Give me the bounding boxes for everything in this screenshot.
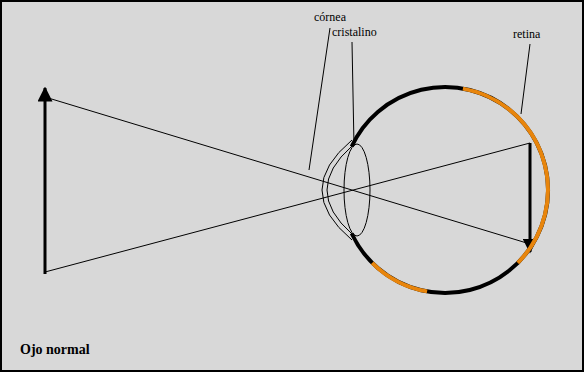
light-ray: [45, 97, 530, 244]
lens-ellipse: [344, 144, 370, 236]
image-arrow: [529, 143, 532, 252]
eyeball-outline: [352, 87, 548, 293]
caption: Ojo normal: [20, 342, 90, 358]
part-label: cristalino: [332, 26, 377, 40]
leader-line: [352, 42, 354, 146]
cornea-curve: [322, 140, 352, 240]
light-ray: [45, 143, 530, 272]
leader-line: [309, 28, 330, 170]
object-arrow: [44, 88, 47, 274]
retina-layer: [463, 89, 548, 263]
cornea-curve: [327, 146, 352, 234]
part-label: córnea: [314, 11, 346, 25]
leader-line: [521, 44, 530, 114]
retina-layer: [372, 263, 427, 292]
part-label: retina: [513, 28, 540, 42]
